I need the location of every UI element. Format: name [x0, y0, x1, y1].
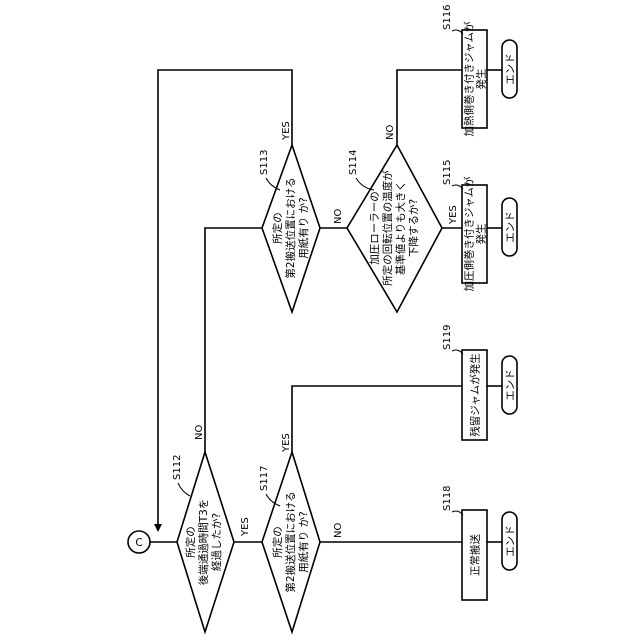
process-s116-line1: 加熱側巻き付きジャムが: [463, 21, 476, 136]
decision-s113-line3: 用紙有り か?: [297, 197, 310, 258]
process-s118-line1: 正常搬送: [469, 534, 482, 576]
decision-s112: 所定の 後端通過時間T3を 経過したか?: [177, 452, 234, 632]
terminal-end-1: エンド: [502, 40, 517, 98]
branch-label-s112-no: NO: [194, 425, 205, 440]
decision-s113-line1: 所定の: [271, 212, 284, 244]
svg-text:S112: S112: [172, 455, 183, 480]
connector-c: C: [128, 531, 150, 553]
step-label-s119: S119: [442, 325, 463, 354]
decision-s114-line4: 下降するか?: [407, 199, 420, 257]
branch-label-s114-no: NO: [385, 125, 396, 140]
branch-labels: NO YES YES NO NO YES YES NO: [194, 121, 459, 538]
process-s115-line2: 発生: [475, 224, 488, 245]
decision-s117-line3: 用紙有り か?: [297, 511, 310, 572]
branch-label-s114-yes: YES: [448, 205, 459, 225]
decision-s114: 加圧ローラーの 所定の回転位置の温度が 基準値よりも大きく 下降するか?: [347, 145, 442, 312]
terminal-end-3-label: エンド: [505, 369, 517, 401]
svg-text:S118: S118: [442, 486, 453, 511]
svg-text:YES: YES: [281, 121, 292, 141]
decision-s113-line2: 第2搬送位置における: [284, 177, 297, 278]
terminal-end-2-label: エンド: [505, 211, 517, 243]
svg-text:NO: NO: [333, 209, 344, 224]
branch-label-s112-yes: YES: [240, 517, 251, 537]
svg-text:S117: S117: [259, 466, 270, 491]
decision-s117: 所定の 第2搬送位置における 用紙有り か?: [262, 452, 320, 632]
process-s115-line1: 加圧側巻き付きジャムが: [463, 176, 476, 291]
svg-text:S116: S116: [442, 5, 453, 30]
process-s118: 正常搬送: [462, 510, 487, 600]
terminal-end-4-label: エンド: [505, 525, 517, 557]
terminal-end-4: エンド: [502, 512, 517, 570]
step-label-s118: S118: [442, 486, 463, 515]
branch-label-s113-no: NO: [333, 209, 344, 224]
terminal-end-2: エンド: [502, 198, 517, 256]
process-s116-line2: 発生: [475, 69, 488, 90]
connector-label: C: [135, 537, 142, 549]
svg-text:S114: S114: [348, 150, 359, 175]
process-s115: 加圧側巻き付きジャムが 発生: [462, 176, 488, 291]
branch-label-s113-yes: YES: [281, 121, 292, 141]
branch-label-s117-no: NO: [333, 523, 344, 538]
step-label-s114: S114: [348, 150, 374, 190]
decision-s113: 所定の 第2搬送位置における 用紙有り か?: [262, 145, 320, 312]
svg-text:YES: YES: [281, 433, 292, 453]
process-s119-line1: 残留ジャムが発生: [469, 353, 482, 436]
decision-s112-line3: 経過したか?: [210, 513, 223, 571]
svg-text:YES: YES: [240, 517, 251, 537]
decision-s114-line3: 基準値よりも大きく: [394, 181, 407, 275]
branch-label-s117-yes: YES: [281, 433, 292, 453]
decision-s114-line2: 所定の回転位置の温度が: [381, 170, 394, 286]
decision-s117-line2: 第2搬送位置における: [284, 491, 297, 592]
svg-text:S119: S119: [442, 325, 453, 350]
step-label-s115: S115: [442, 160, 463, 189]
svg-text:NO: NO: [333, 523, 344, 538]
step-label-s113: S113: [259, 150, 280, 190]
svg-text:S115: S115: [442, 160, 453, 185]
process-s119: 残留ジャムが発生: [462, 350, 487, 440]
terminal-end-3: エンド: [502, 356, 517, 414]
decision-s112-line2: 後端通過時間T3を: [197, 499, 210, 586]
decision-s114-line1: 加圧ローラーの: [369, 191, 381, 265]
decision-s112-line1: 所定の: [184, 526, 197, 558]
process-s116: 加熱側巻き付きジャムが 発生: [462, 21, 488, 136]
svg-text:NO: NO: [385, 125, 396, 140]
svg-text:YES: YES: [448, 205, 459, 225]
step-label-s116: S116: [442, 5, 463, 34]
decision-s117-line1: 所定の: [271, 526, 284, 558]
step-label-s112: S112: [172, 455, 190, 496]
terminal-end-1-label: エンド: [505, 53, 517, 85]
svg-text:NO: NO: [194, 425, 205, 440]
svg-text:S113: S113: [259, 150, 270, 175]
